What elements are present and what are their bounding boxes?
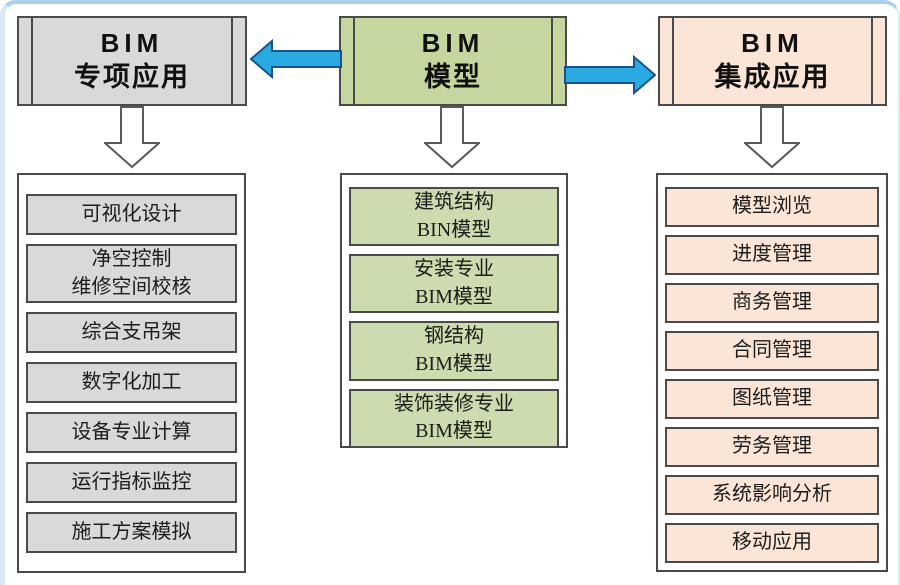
list-item-label: 综合支吊架 (81, 320, 182, 343)
list-item-label: 施工方案模拟 (71, 520, 192, 543)
header-side-bar (353, 18, 355, 104)
list-item: 系统影响分析 (665, 475, 879, 515)
list-item-label: BIM模型 (415, 420, 493, 443)
list-item: 运行指标监控 (26, 462, 237, 504)
arrow-right-icon (564, 55, 656, 95)
list-item: 装饰装修专业 BIM模型 (349, 388, 559, 448)
list-item-label: 净空控制 (91, 248, 172, 270)
header-title-line2: 集成应用 (714, 62, 831, 93)
list-item-label: 可视化设计 (81, 202, 182, 225)
list-item-label: 进度管理 (732, 243, 812, 266)
header-title-line2: 模型 (424, 62, 482, 93)
arrow-left-icon (250, 39, 342, 79)
header-title-line2: 专项应用 (74, 62, 190, 93)
list-item: 劳务管理 (665, 427, 879, 467)
header-side-bar (871, 18, 873, 104)
list-item: 钢结构 BIM模型 (349, 321, 559, 381)
list-item-label: 系统影响分析 (712, 483, 832, 506)
list-item-label: BIM模型 (415, 285, 493, 308)
header-bim-model: BIM 模型 (339, 16, 567, 106)
arrow-down-icon (424, 106, 480, 169)
header-bim-integrated-applications: BIM 集成应用 (658, 16, 887, 106)
list-item-label: 建筑结构 (414, 191, 494, 213)
list-item: 安装专业 BIM模型 (349, 254, 559, 314)
list-item-label: 劳务管理 (732, 435, 812, 458)
list-item: 进度管理 (665, 235, 879, 275)
header-title-line1: BIM (421, 28, 485, 59)
list-item: 可视化设计 (26, 194, 237, 235)
list-item: 施工方案模拟 (26, 512, 237, 554)
arrow-down-icon (104, 106, 160, 169)
list-item: 净空控制 维修空间校核 (26, 244, 237, 304)
list-item-label: BIM模型 (415, 352, 493, 375)
list-item-label: 商务管理 (732, 291, 812, 314)
list-item: 移动应用 (665, 523, 879, 563)
list-item: 合同管理 (665, 331, 879, 371)
list-item-label: 图纸管理 (732, 387, 812, 410)
list-item-label: 设备专业计算 (71, 420, 192, 443)
list-item: 综合支吊架 (26, 312, 237, 354)
list-item: 建筑结构 BIN模型 (349, 187, 559, 247)
header-side-bar (672, 18, 674, 104)
list-bim-integrated-applications: 模型浏览 进度管理 商务管理 合同管理 图纸管理 劳务管理 系统影响分析 移动应… (656, 173, 888, 572)
header-title-line1: BIM (100, 28, 164, 59)
list-item: 模型浏览 (665, 187, 879, 227)
header-side-bar (31, 18, 33, 104)
list-item-label: 维修空间校核 (71, 275, 192, 298)
list-item: 商务管理 (665, 283, 879, 323)
list-item-label: BIN模型 (416, 218, 492, 241)
list-item: 设备专业计算 (26, 412, 237, 454)
list-item-label: 装饰装修专业 (394, 392, 514, 415)
header-side-bar (231, 18, 233, 104)
list-item-label: 运行指标监控 (71, 470, 192, 493)
list-item-label: 模型浏览 (732, 195, 812, 218)
list-item-label: 移动应用 (732, 531, 812, 554)
header-title-line1: BIM (741, 28, 804, 59)
arrow-down-icon (744, 106, 800, 169)
list-item-label: 钢结构 (424, 325, 484, 348)
list-item-label: 合同管理 (732, 339, 812, 362)
list-item-label: 安装专业 (414, 258, 494, 281)
header-side-bar (551, 18, 553, 104)
list-item-label: 数字化加工 (81, 370, 182, 393)
list-bim-models: 建筑结构 BIN模型 安装专业 BIM模型 钢结构 BIM模型 装饰装修专业 B… (340, 173, 568, 448)
list-item: 数字化加工 (26, 362, 237, 404)
list-item: 图纸管理 (665, 379, 879, 419)
header-bim-special-applications: BIM 专项应用 (17, 16, 247, 106)
list-bim-special-applications: 可视化设计 净空控制 维修空间校核 综合支吊架 数字化加工 设备专业计算 运行指… (17, 173, 246, 573)
